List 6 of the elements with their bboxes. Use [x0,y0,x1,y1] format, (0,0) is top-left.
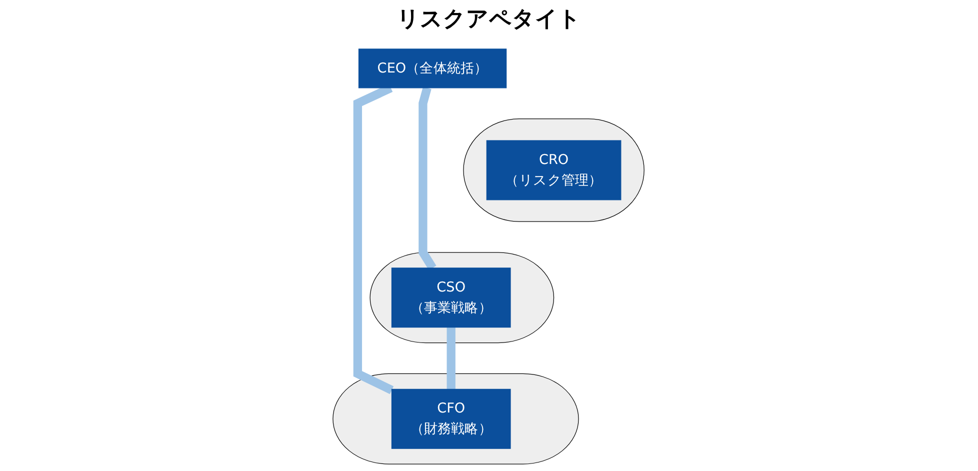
node-box: CSO （事業戦略） [392,268,512,328]
node-box: CFO （財務戦略） [392,388,512,449]
connector [447,327,456,390]
node-box: CEO（全体統括） [358,48,508,88]
node-box: CRO （リスク管理） [486,140,622,200]
diagram-label: リスクアペタイト [397,6,581,34]
